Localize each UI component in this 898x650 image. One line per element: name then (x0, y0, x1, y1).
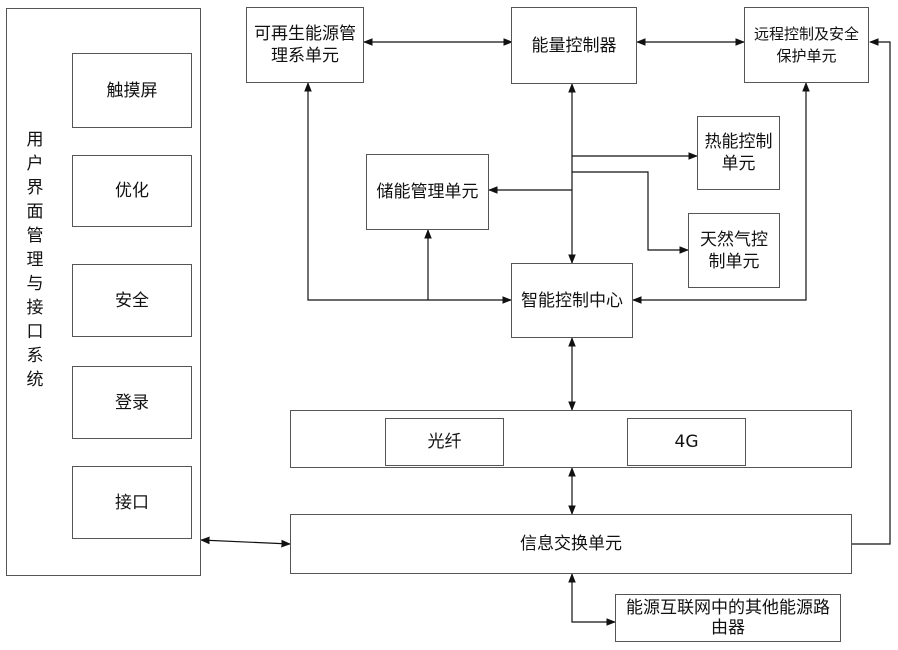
interface-button[interactable]: 接口 (72, 466, 192, 539)
remote-unit-label: 远程控制及安全保护单元 (749, 23, 864, 67)
security-label: 安全 (115, 290, 149, 312)
arrow-info-remote (852, 42, 890, 544)
gas-unit-box: 天然气控制单元 (688, 213, 780, 288)
arrow-info-user (201, 540, 290, 544)
storage-unit-box: 储能管理单元 (366, 154, 489, 230)
gas-unit-label: 天然气控制单元 (693, 229, 775, 273)
touchscreen-label: 触摸屏 (107, 80, 158, 102)
renewable-unit-box: 可再生能源管理系单元 (246, 7, 364, 83)
energy-controller-label: 能量控制器 (532, 35, 617, 57)
other-routers-box: 能源互联网中的其他能源路由器 (615, 594, 841, 642)
fiber-box: 光纤 (385, 418, 504, 466)
storage-unit-label: 储能管理单元 (377, 181, 479, 203)
thermal-unit-label: 热能控制单元 (702, 131, 775, 175)
energy-controller-box: 能量控制器 (511, 7, 637, 84)
arrow-info-routers (572, 574, 615, 622)
info-exchange-box: 信息交换单元 (290, 514, 852, 574)
interface-label: 接口 (115, 492, 149, 514)
optimize-label: 优化 (115, 180, 149, 202)
user-interface-title: 用户界面管理与接口系统 (24, 128, 46, 392)
thermal-unit-box: 热能控制单元 (697, 116, 780, 190)
login-label: 登录 (115, 392, 149, 414)
intelligent-center-label: 智能控制中心 (521, 290, 623, 312)
other-routers-label: 能源互联网中的其他能源路由器 (622, 598, 834, 638)
remote-unit-box: 远程控制及安全保护单元 (744, 7, 869, 83)
login-button[interactable]: 登录 (72, 366, 192, 439)
touchscreen-button[interactable]: 触摸屏 (72, 53, 192, 128)
info-exchange-label: 信息交换单元 (520, 533, 622, 555)
comm-panel (290, 410, 852, 468)
4g-box: 4G (627, 418, 746, 466)
optimize-button[interactable]: 优化 (72, 155, 192, 227)
renewable-unit-label: 可再生能源管理系单元 (253, 23, 357, 67)
intelligent-center-box: 智能控制中心 (511, 263, 633, 338)
arrow-to-gas (572, 172, 688, 250)
fiber-label: 光纤 (428, 431, 462, 453)
4g-label: 4G (675, 431, 699, 453)
security-button[interactable]: 安全 (72, 264, 192, 337)
